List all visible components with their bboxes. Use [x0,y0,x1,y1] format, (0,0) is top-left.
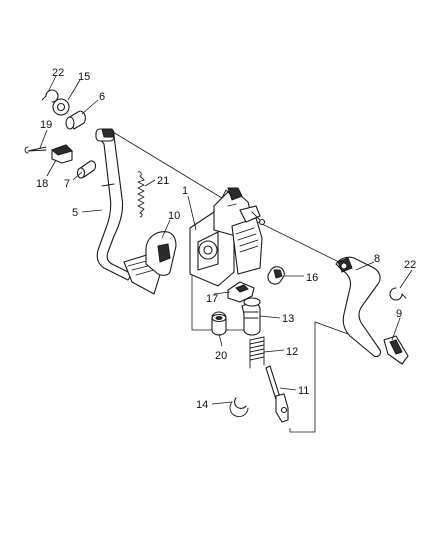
part-8-brake-arm [335,256,382,358]
part-10-pedal-pad [145,231,177,276]
part-18-clip [51,144,73,164]
callout-13: 13 [282,313,294,325]
callout-12: 12 [286,346,298,358]
callout-5: 5 [72,207,78,219]
callout-18: 18 [36,178,48,190]
part-11-push-rod [265,365,289,423]
callout-14: 14 [196,399,208,411]
callout-1: 1 [182,185,188,197]
part-17-clip [227,281,255,303]
callout-17: 17 [206,293,218,305]
callout-8: 8 [374,253,380,265]
callout-leaders [39,75,413,405]
part-16-pivot-bushing [267,266,285,285]
part-22-clip-ring-left [41,89,59,103]
callout-15: 15 [78,71,90,83]
part-19-cotter-pin [24,146,47,154]
part-15-bushing [52,98,70,116]
part-12-spring [249,336,265,369]
callout-10: 10 [168,210,180,222]
callout-7: 7 [64,178,70,190]
callout-20: 20 [215,350,227,362]
callout-19: 19 [40,119,52,131]
callout-6: 6 [99,91,105,103]
part-6-sleeve [65,110,86,130]
part-14-e-clip [229,397,249,418]
part-1-bracket-housing [189,187,266,287]
callout-labels: 22 15 6 19 18 7 5 21 10 1 8 22 9 16 17 1… [36,67,416,411]
callout-21: 21 [157,175,169,187]
part-13-rod-housing [241,297,261,336]
callout-9: 9 [396,308,402,320]
part-22-clip-ring-right [389,287,407,301]
callout-22-right: 22 [404,259,416,271]
part-21-return-spring [137,171,145,218]
callout-16: 16 [306,272,318,284]
part-7-small-bushing [76,160,97,179]
callout-11: 11 [298,385,309,397]
callout-22-left: 22 [52,67,64,79]
part-20-grommet [211,311,227,336]
part-9-brake-pad [383,335,409,365]
